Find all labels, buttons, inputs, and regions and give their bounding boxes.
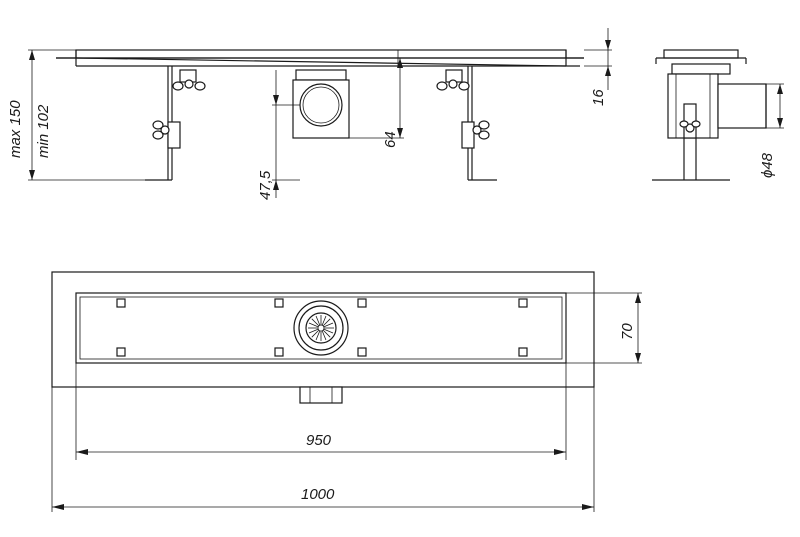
drain-spoke — [308, 328, 319, 334]
overall-length-label: 1000 — [301, 486, 335, 503]
drain-spoke — [323, 328, 334, 334]
grate-length-label: 950 — [306, 432, 332, 449]
drain-spoke — [311, 329, 320, 338]
grate-thickness-label: 16 — [590, 89, 607, 106]
drain-spoke — [315, 330, 321, 341]
outlet-box-label: 64 — [382, 131, 399, 148]
outlet-box-dimension — [349, 57, 404, 139]
drain-spoke — [322, 329, 331, 338]
max-height-label: max 150 — [7, 100, 24, 158]
end-view — [652, 49, 784, 181]
drain-spoke — [321, 330, 327, 341]
outlet-offset-label: 47,5 — [257, 170, 274, 200]
top-view — [51, 271, 642, 512]
outlet-diameter-label: ϕ48 — [759, 152, 776, 178]
drain-spoke — [321, 315, 327, 326]
right-adjustable-leg — [436, 66, 497, 181]
height-dimension — [28, 49, 145, 181]
drain-spoke — [308, 322, 319, 328]
grate-width-label: 70 — [619, 323, 636, 340]
drain-spoke — [323, 322, 334, 328]
grate-thickness-dimension — [584, 28, 612, 90]
drain-spoke — [322, 318, 331, 327]
side-view: max 150 min 102 47,5 64 16 — [7, 28, 612, 200]
outlet-box — [292, 69, 350, 139]
drain-spoke — [311, 318, 320, 327]
left-adjustable-leg — [145, 66, 206, 181]
drain-outlet — [293, 300, 349, 356]
outlet-offset-dimension — [272, 70, 300, 198]
drain-spoke — [315, 315, 321, 326]
min-height-label: min 102 — [35, 104, 52, 158]
